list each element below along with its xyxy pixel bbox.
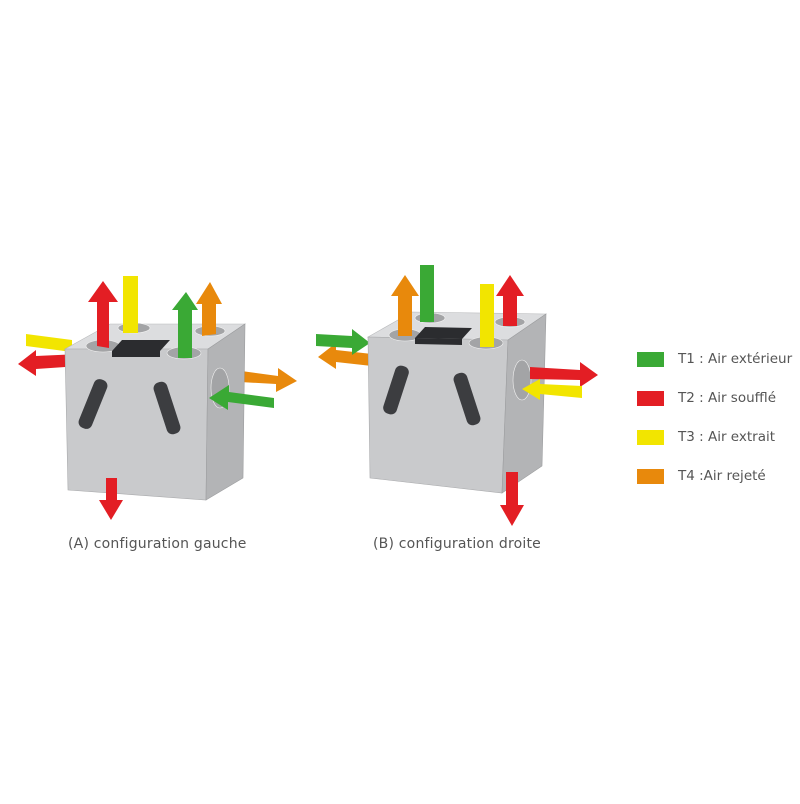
legend-swatch-orange [637, 468, 664, 484]
unit-a-handle-left [78, 379, 108, 429]
unit-a-arrow-orange-up [196, 282, 222, 336]
legend-label: T3 : Air extrait [678, 429, 776, 445]
caption-configuration-b: (B) configuration droite [373, 536, 541, 552]
unit-b-arrow-green-up [420, 265, 434, 322]
unit-b-arrow-orange-left [318, 343, 372, 369]
legend-label: T1 : Air extérieur [678, 351, 793, 367]
unit-a-arrow-red-left [18, 350, 80, 376]
unit-b-arrow-red-out [530, 362, 598, 387]
unit-b-side-port [512, 359, 532, 401]
unit-b [316, 265, 598, 526]
unit-b-handle-left [383, 365, 409, 415]
unit-a-arrow-yellow-up [123, 276, 138, 333]
unit-b-box-side [501, 313, 547, 494]
legend-item-t2: T2 : Air soufflé [637, 388, 800, 408]
unit-a-arrow-green-in [209, 385, 274, 410]
unit-a-arrow-red-up [88, 281, 118, 348]
caption-configuration-a: (A) configuration gauche [68, 536, 247, 552]
legend-item-t4: T4 :Air rejeté [637, 466, 800, 486]
unit-a [18, 276, 297, 520]
legend-label: T2 : Air soufflé [678, 390, 777, 406]
unit-b-arrow-green-in-left [316, 329, 370, 355]
legend-swatch-green [637, 351, 664, 367]
unit-a-control-panel [112, 340, 170, 351]
unit-b-box-front [367, 336, 509, 494]
unit-a-handle-right [153, 381, 181, 435]
legend-item-t1: T1 : Air extérieur [637, 349, 800, 369]
legend: T1 : Air extérieur T2 : Air soufflé T3 :… [637, 349, 800, 505]
unit-a-arrow-green-up [172, 292, 198, 358]
legend-item-t3: T3 : Air extrait [637, 427, 800, 447]
unit-b-arrow-red-up [496, 275, 524, 326]
legend-label: T4 :Air rejeté [678, 468, 766, 484]
unit-a-arrow-red-down [99, 478, 123, 520]
legend-swatch-red [637, 390, 664, 406]
unit-b-arrow-yellow-in [522, 379, 582, 400]
unit-a-arrow-yellow-left [26, 334, 72, 352]
unit-b-handle-right [453, 372, 481, 426]
unit-b-control-panel [415, 327, 472, 339]
unit-b-arrow-orange-up [391, 275, 419, 336]
unit-a-box-side [205, 323, 246, 501]
legend-swatch-yellow [637, 429, 664, 445]
unit-b-arrow-yellow-up [480, 284, 494, 347]
unit-b-arrow-red-down [500, 472, 524, 526]
